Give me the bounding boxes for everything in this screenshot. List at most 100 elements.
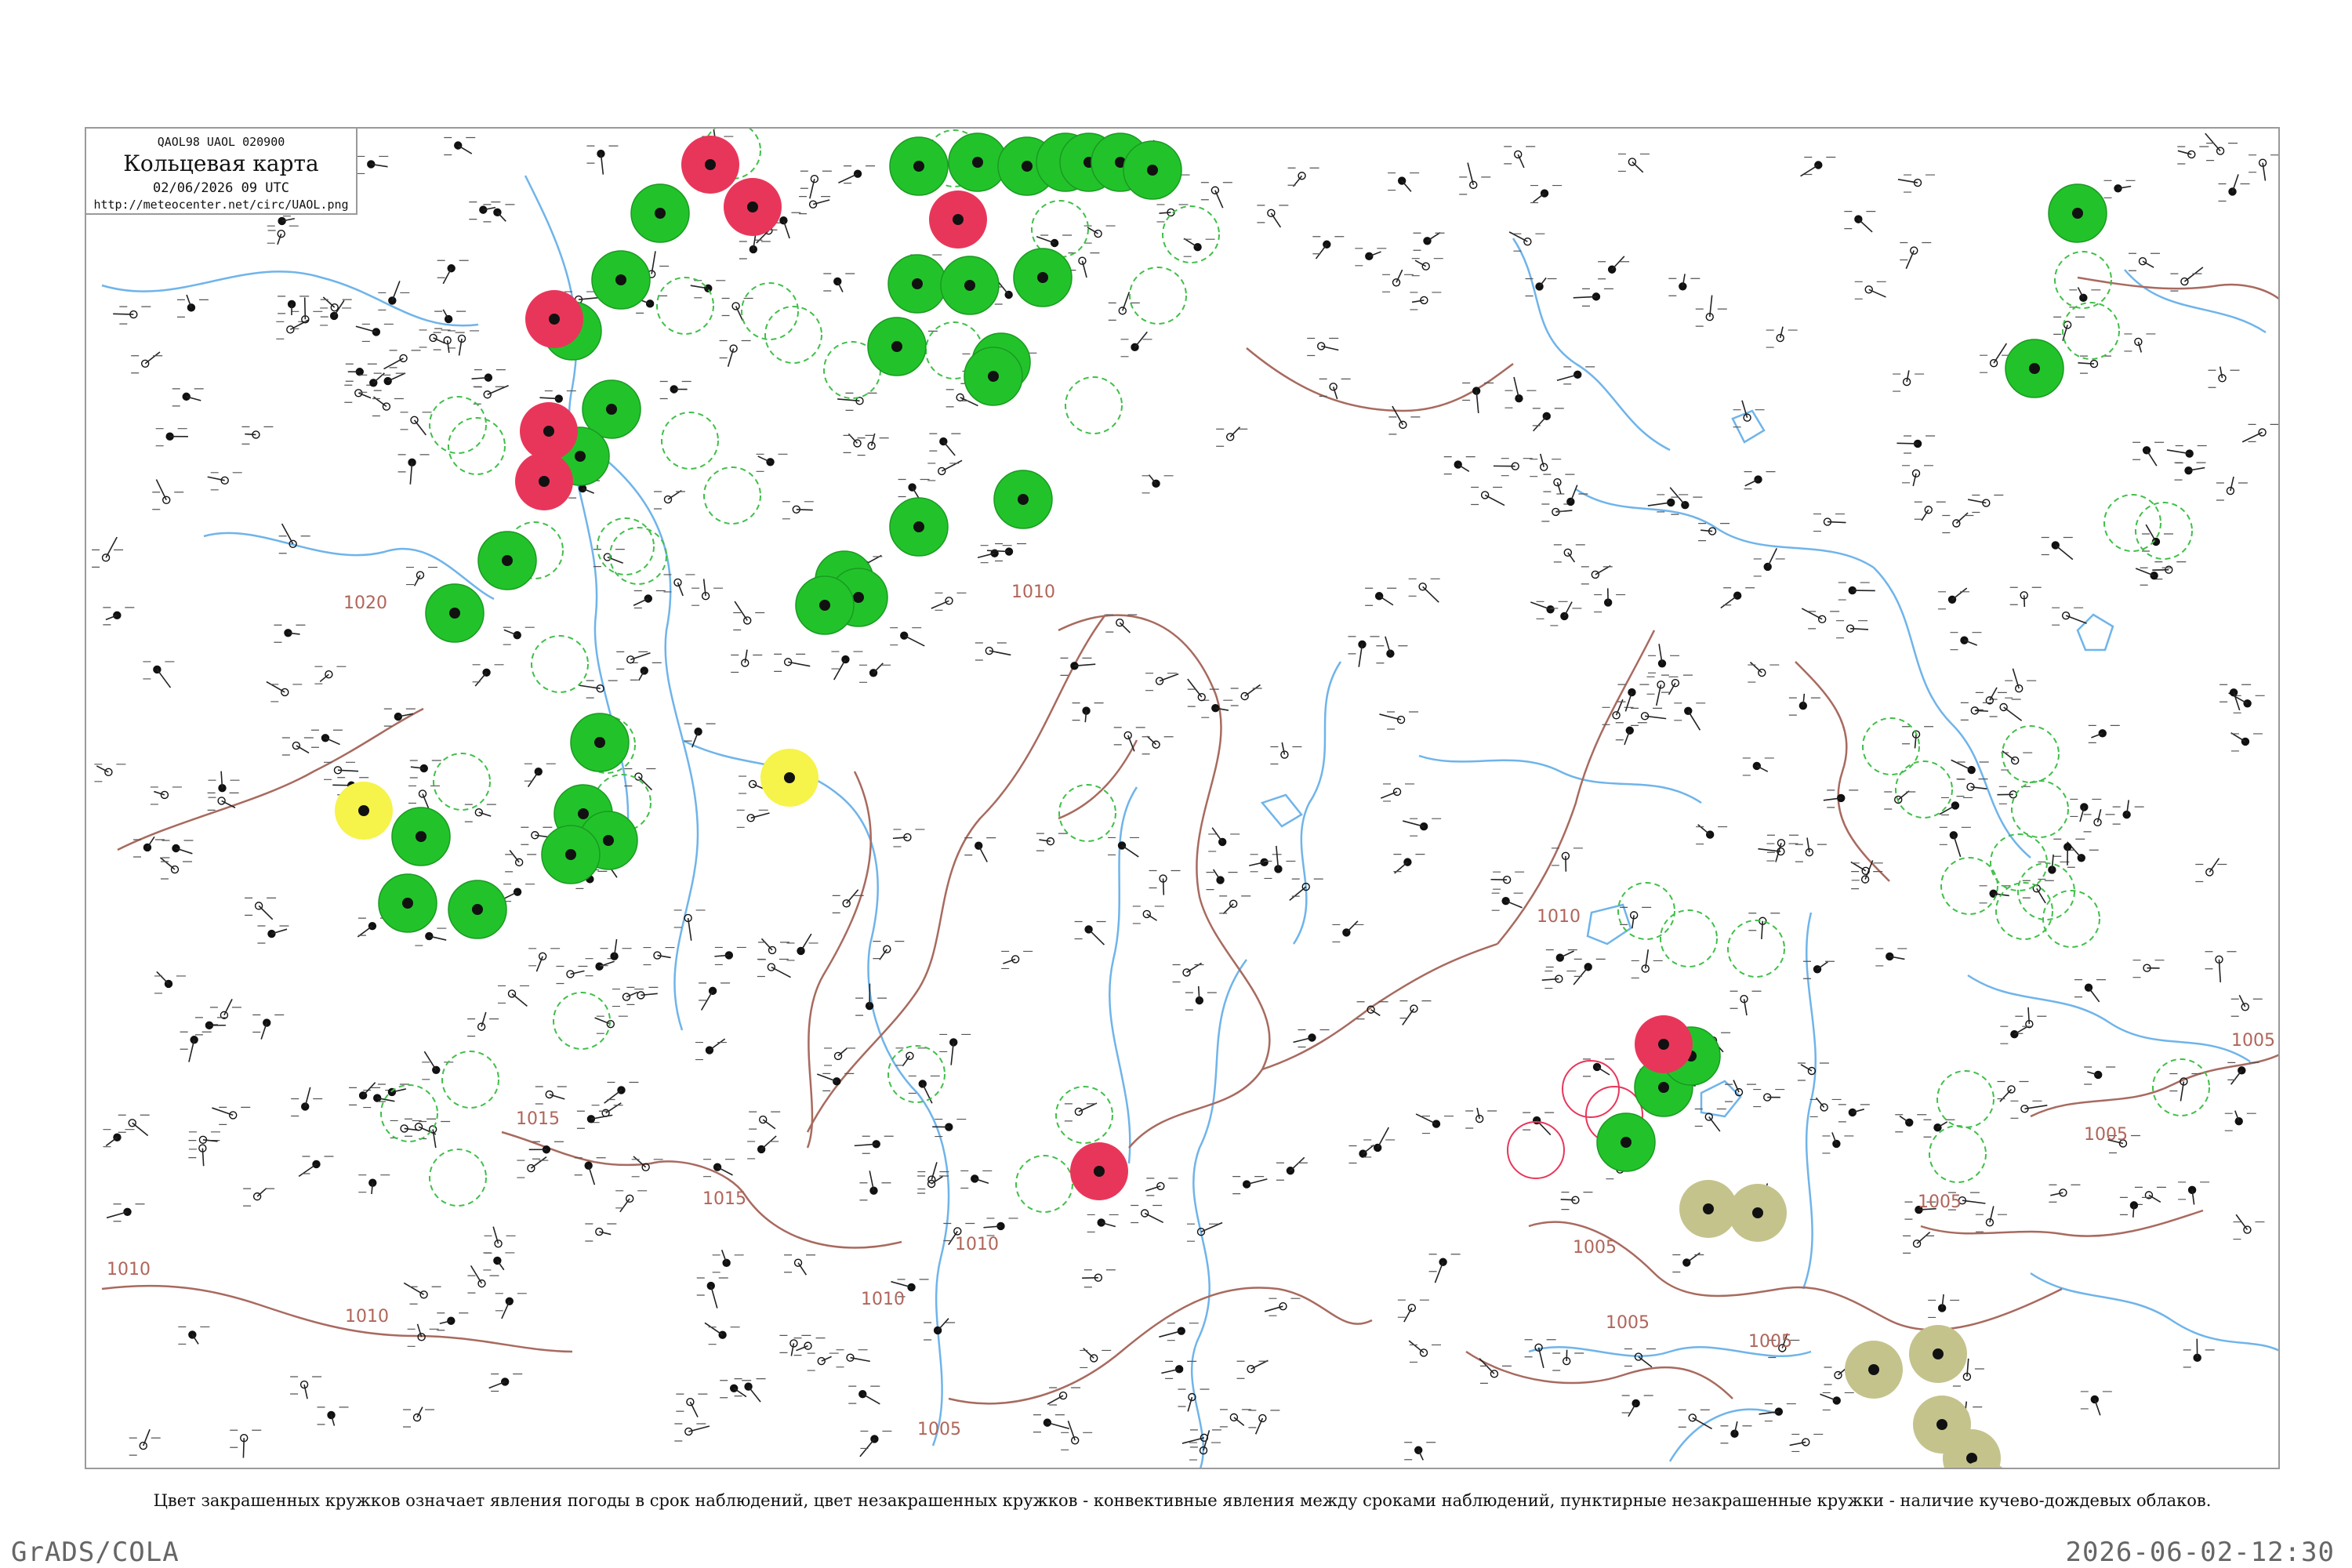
wind-barb bbox=[1697, 824, 1711, 836]
station-value-glyph bbox=[1902, 465, 1934, 484]
wind-barb bbox=[387, 372, 406, 382]
station-value-glyph bbox=[408, 785, 440, 804]
wind-barb bbox=[704, 1322, 724, 1336]
station-marker bbox=[1196, 1227, 1206, 1236]
station-marker bbox=[1419, 1348, 1428, 1357]
station-value-glyph bbox=[103, 607, 135, 626]
station-marker bbox=[1155, 677, 1164, 685]
station-value-glyph bbox=[1674, 702, 1706, 721]
station-dot bbox=[1018, 494, 1029, 505]
wind-barb bbox=[2107, 1139, 2124, 1145]
wind-barb bbox=[809, 179, 815, 199]
station-value-glyph bbox=[1744, 471, 1776, 490]
station-value-glyph bbox=[1553, 544, 1585, 563]
wind-barb bbox=[2023, 595, 2026, 608]
station-marker bbox=[748, 779, 757, 789]
wind-barb bbox=[143, 1428, 151, 1446]
wind-barb bbox=[413, 575, 421, 586]
station-marker bbox=[767, 963, 776, 971]
render-timestamp: 2026-06-02-12:30 bbox=[2065, 1537, 2335, 1568]
wind-barb bbox=[223, 999, 233, 1016]
station-marker bbox=[1985, 696, 1994, 705]
station-value-glyph bbox=[1186, 1223, 1218, 1242]
wind-barb bbox=[1264, 1305, 1283, 1312]
wind-barb bbox=[1823, 797, 1842, 801]
station-marker bbox=[399, 354, 408, 363]
wind-barb bbox=[1573, 966, 1589, 985]
wind-barb bbox=[245, 433, 256, 436]
wind-barb bbox=[530, 1156, 547, 1169]
station-value-glyph bbox=[1617, 153, 1650, 172]
wind-barb bbox=[931, 1162, 938, 1180]
station-value-glyph bbox=[663, 574, 695, 593]
wind-barb bbox=[1756, 765, 1769, 772]
station-value-glyph bbox=[924, 1322, 956, 1341]
wind-barb bbox=[1067, 1421, 1076, 1441]
station-marker bbox=[1123, 731, 1132, 740]
station-value-glyph bbox=[219, 1106, 251, 1125]
wind-barb bbox=[837, 281, 844, 292]
wind-barb bbox=[156, 971, 169, 985]
station-marker bbox=[1480, 491, 1490, 499]
station-value-glyph bbox=[1397, 1299, 1429, 1318]
station-value-glyph bbox=[1083, 1269, 1116, 1288]
wind-barb bbox=[391, 281, 401, 301]
station-marker bbox=[330, 303, 339, 312]
station-marker bbox=[1625, 726, 1634, 735]
station-value-glyph bbox=[1355, 248, 1387, 267]
station-value-glyph bbox=[1276, 1162, 1308, 1181]
lakes bbox=[1260, 409, 2114, 1118]
wind-barb bbox=[496, 1260, 505, 1271]
wind-barb bbox=[1003, 958, 1016, 964]
station-value-glyph bbox=[1167, 1323, 1199, 1341]
station-value-glyph bbox=[1269, 1298, 1301, 1316]
station-marker bbox=[2144, 1191, 2154, 1200]
station-value-glyph bbox=[434, 310, 466, 329]
station-value-glyph bbox=[2169, 1073, 2201, 1092]
station-value-glyph bbox=[734, 1378, 766, 1397]
station-marker bbox=[768, 946, 777, 955]
wind-barb bbox=[1850, 627, 1869, 630]
station-value-glyph bbox=[1408, 578, 1440, 597]
wind-barb bbox=[330, 1414, 336, 1426]
wind-barb bbox=[186, 294, 192, 308]
wind-barb bbox=[1918, 1207, 1936, 1210]
station-value-glyph bbox=[2010, 1100, 2042, 1119]
station-value-glyph bbox=[1185, 992, 1217, 1011]
station-value-glyph bbox=[1671, 496, 1703, 515]
station-value-glyph bbox=[1404, 1442, 1436, 1461]
wind-barb bbox=[260, 1022, 267, 1040]
station-value-glyph bbox=[103, 1129, 135, 1148]
station-value-glyph bbox=[1900, 241, 1932, 261]
station-value-glyph bbox=[2124, 333, 2156, 352]
station-marker bbox=[2205, 868, 2214, 877]
station-marker bbox=[1094, 229, 1102, 238]
station-value-glyph bbox=[1631, 960, 1663, 979]
wind-barb bbox=[319, 673, 329, 683]
station-dot bbox=[416, 831, 426, 842]
station-marker bbox=[281, 688, 289, 697]
station-value-glyph bbox=[659, 380, 691, 400]
wind-barb bbox=[1396, 269, 1403, 283]
station-marker bbox=[1807, 1066, 1817, 1076]
isobar-label: 1005 bbox=[1918, 1192, 1962, 1212]
station-value-glyph bbox=[1904, 1201, 1936, 1220]
wind-barb bbox=[457, 144, 473, 154]
wind-barb bbox=[1720, 595, 1738, 609]
station-marker bbox=[1563, 548, 1573, 557]
station-value-glyph bbox=[1851, 862, 1883, 881]
wind-barb bbox=[1121, 844, 1139, 858]
wind-barb bbox=[442, 309, 449, 320]
station-marker bbox=[483, 390, 492, 399]
cumulonimbus-ring bbox=[2042, 890, 2100, 948]
station-value-glyph bbox=[1668, 278, 1700, 296]
wind-barb bbox=[474, 672, 488, 687]
wind-barb bbox=[478, 811, 492, 817]
station-value-glyph bbox=[377, 1083, 409, 1102]
wind-barb bbox=[1211, 827, 1223, 843]
wind-barb bbox=[397, 713, 414, 717]
wind-barb bbox=[948, 1231, 958, 1246]
station-marker bbox=[1011, 955, 1020, 964]
station-marker bbox=[2093, 818, 2102, 827]
wind-barb bbox=[1889, 956, 1905, 960]
